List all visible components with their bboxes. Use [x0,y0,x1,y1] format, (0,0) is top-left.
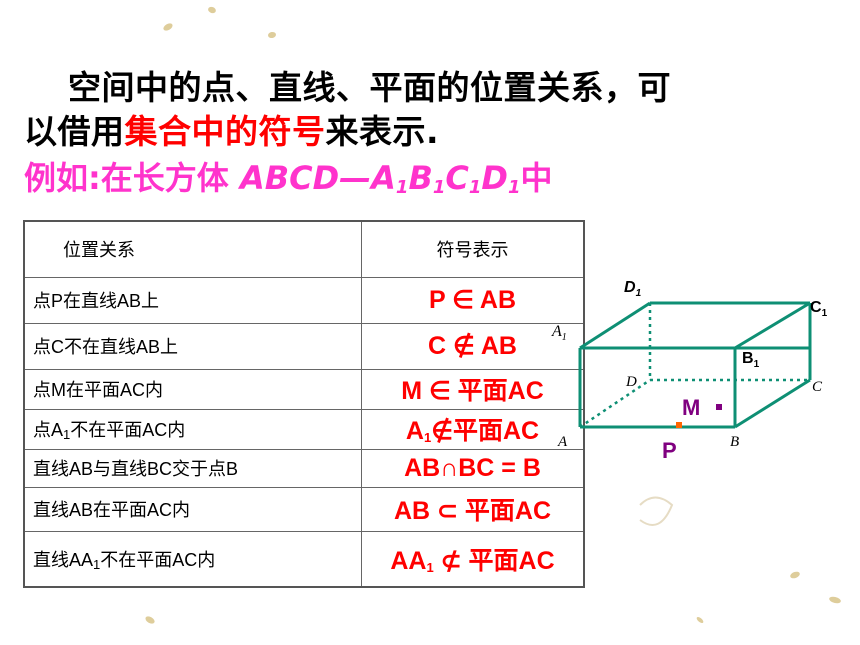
table-row: 直线AB在平面AC内 AB ⊂ 平面AC [23,486,585,532]
label-c: C [812,379,823,395]
symbol-sub: 1 [423,430,432,445]
symbol-start: AA [390,546,427,575]
relation-table: 位置关系 符号表示 点P在直线AB上 P ∈ AB 点C不在直线AB上 C ∉ … [23,220,585,588]
symbol-start: M ∈ 平面AC [401,377,544,405]
solid-sub-2: 1 [432,177,446,198]
symbol-text: AA1 ⊄ 平面AC [390,547,554,575]
table-header-row: 位置关系 符号表示 [23,220,585,278]
label-point-p: P [662,438,677,463]
relation-cell: 点M在平面AC内 [23,368,362,410]
symbol-start: AB∩BC = B [404,453,541,482]
label-a: A [557,434,568,450]
relation-text-end: 不在平面AC内 [70,420,186,440]
relation-cell: 点C不在直线AB上 [23,322,362,370]
symbol-sub: 1 [426,559,434,575]
symbol-start: AB ⊂ 平面AC [393,497,552,525]
table-row: 直线AA1不在平面AC内 AA1 ⊄ 平面AC [23,530,585,588]
table-row: 点A1不在平面AC内 A1∉平面AC [23,408,585,450]
header-symbol: 符号表示 [361,220,585,278]
cuboid-edges [578,301,812,429]
label-a1: A1 [551,323,567,343]
example-prefix: 例如:在长方体 [24,159,240,197]
solid-name-d: D [481,159,508,197]
edge-a1-d1 [579,301,651,350]
relation-text: 点P在直线AB上 [33,291,160,311]
symbol-text: AB ⊂ 平面AC [394,497,551,525]
symbol-text: AB∩BC = B [404,454,541,482]
symbol-end: ∉平面AC [431,417,540,445]
symbol-cell: A1∉平面AC [361,408,585,450]
solid-name-a: ABCD—A [239,159,396,197]
intro-line-2-end: 来表示. [325,112,440,151]
symbol-cell: AA1 ⊄ 平面AC [361,530,585,588]
table-row: 点P在直线AB上 P ∈ AB [23,276,585,324]
symbol-text: P ∈ AB [429,286,516,314]
relation-cell: 点P在直线AB上 [23,276,362,324]
relation-sub: 1 [93,556,101,572]
symbol-text: M ∈ 平面AC [401,377,544,405]
label-c1: C1 [810,299,828,319]
relation-cell: 点A1不在平面AC内 [23,408,362,450]
label-point-m: M [682,395,700,420]
relation-text: 点C不在直线AB上 [33,337,179,357]
relation-sub: 1 [63,427,71,442]
label-d: D [625,374,637,390]
table-row: 点C不在直线AB上 C ∉ AB [23,322,585,370]
edge-b-c [734,378,811,429]
symbol-text: C ∉ AB [428,332,517,360]
intro-paragraph: 空间中的点、直线、平面的位置关系，可 以借用集合中的符号来表示. [24,66,844,154]
example-solid-name: ABCD—A1B1C1D1 [239,159,521,198]
intro-line-2-start: 以借用 [24,112,125,151]
hidden-edge-a-d [579,378,651,429]
relation-text: 直线AB与直线BC交于点B [33,459,239,479]
label-d1: D1 [624,279,642,299]
solid-sub-3: 1 [468,177,482,198]
solid-sub-1: 1 [395,177,409,198]
symbol-cell: AB ⊂ 平面AC [361,486,585,532]
relation-cell: 直线AA1不在平面AC内 [23,530,362,588]
point-p-marker [676,422,682,428]
intro-highlight: 集合中的符号 [124,112,326,151]
hidden-edges [579,303,810,429]
relation-text: 点A [33,420,64,440]
table-row: 直线AB与直线BC交于点B AB∩BC = B [23,448,585,488]
label-b: B [730,434,739,450]
example-heading: 例如:在长方体 ABCD—A1B1C1D1中 [24,158,553,208]
relation-text: 点M在平面AC内 [33,380,163,400]
symbol-start: P ∈ AB [428,286,517,314]
symbol-cell: M ∈ 平面AC [361,368,585,410]
symbol-end: ⊄ 平面AC [433,546,555,575]
solid-sub-4: 1 [507,177,521,198]
label-b1: B1 [742,350,760,370]
table-row: 点M在平面AC内 M ∈ 平面AC [23,368,585,410]
point-m-marker [716,404,722,410]
relation-text: 直线AA [33,549,94,570]
solid-name-c: C [445,159,469,197]
symbol-start: C ∉ AB [428,332,517,360]
symbol-start: A [405,417,424,445]
example-suffix: 中 [520,159,553,197]
relation-cell: 直线AB在平面AC内 [23,486,362,532]
cuboid-figure: D1 C1 A1 B1 D C A B M P [551,279,828,463]
relation-text: 直线AB在平面AC内 [33,500,191,520]
relation-text-end: 不在平面AC内 [100,549,216,570]
intro-line-1: 空间中的点、直线、平面的位置关系，可 [68,68,671,107]
solid-name-b: B [408,159,433,197]
symbol-cell: AB∩BC = B [361,448,585,488]
header-relation: 位置关系 [23,220,362,278]
symbol-text: A1∉平面AC [406,417,539,445]
relation-cell: 直线AB与直线BC交于点B [23,448,362,488]
edge-b1-c1 [734,301,811,350]
